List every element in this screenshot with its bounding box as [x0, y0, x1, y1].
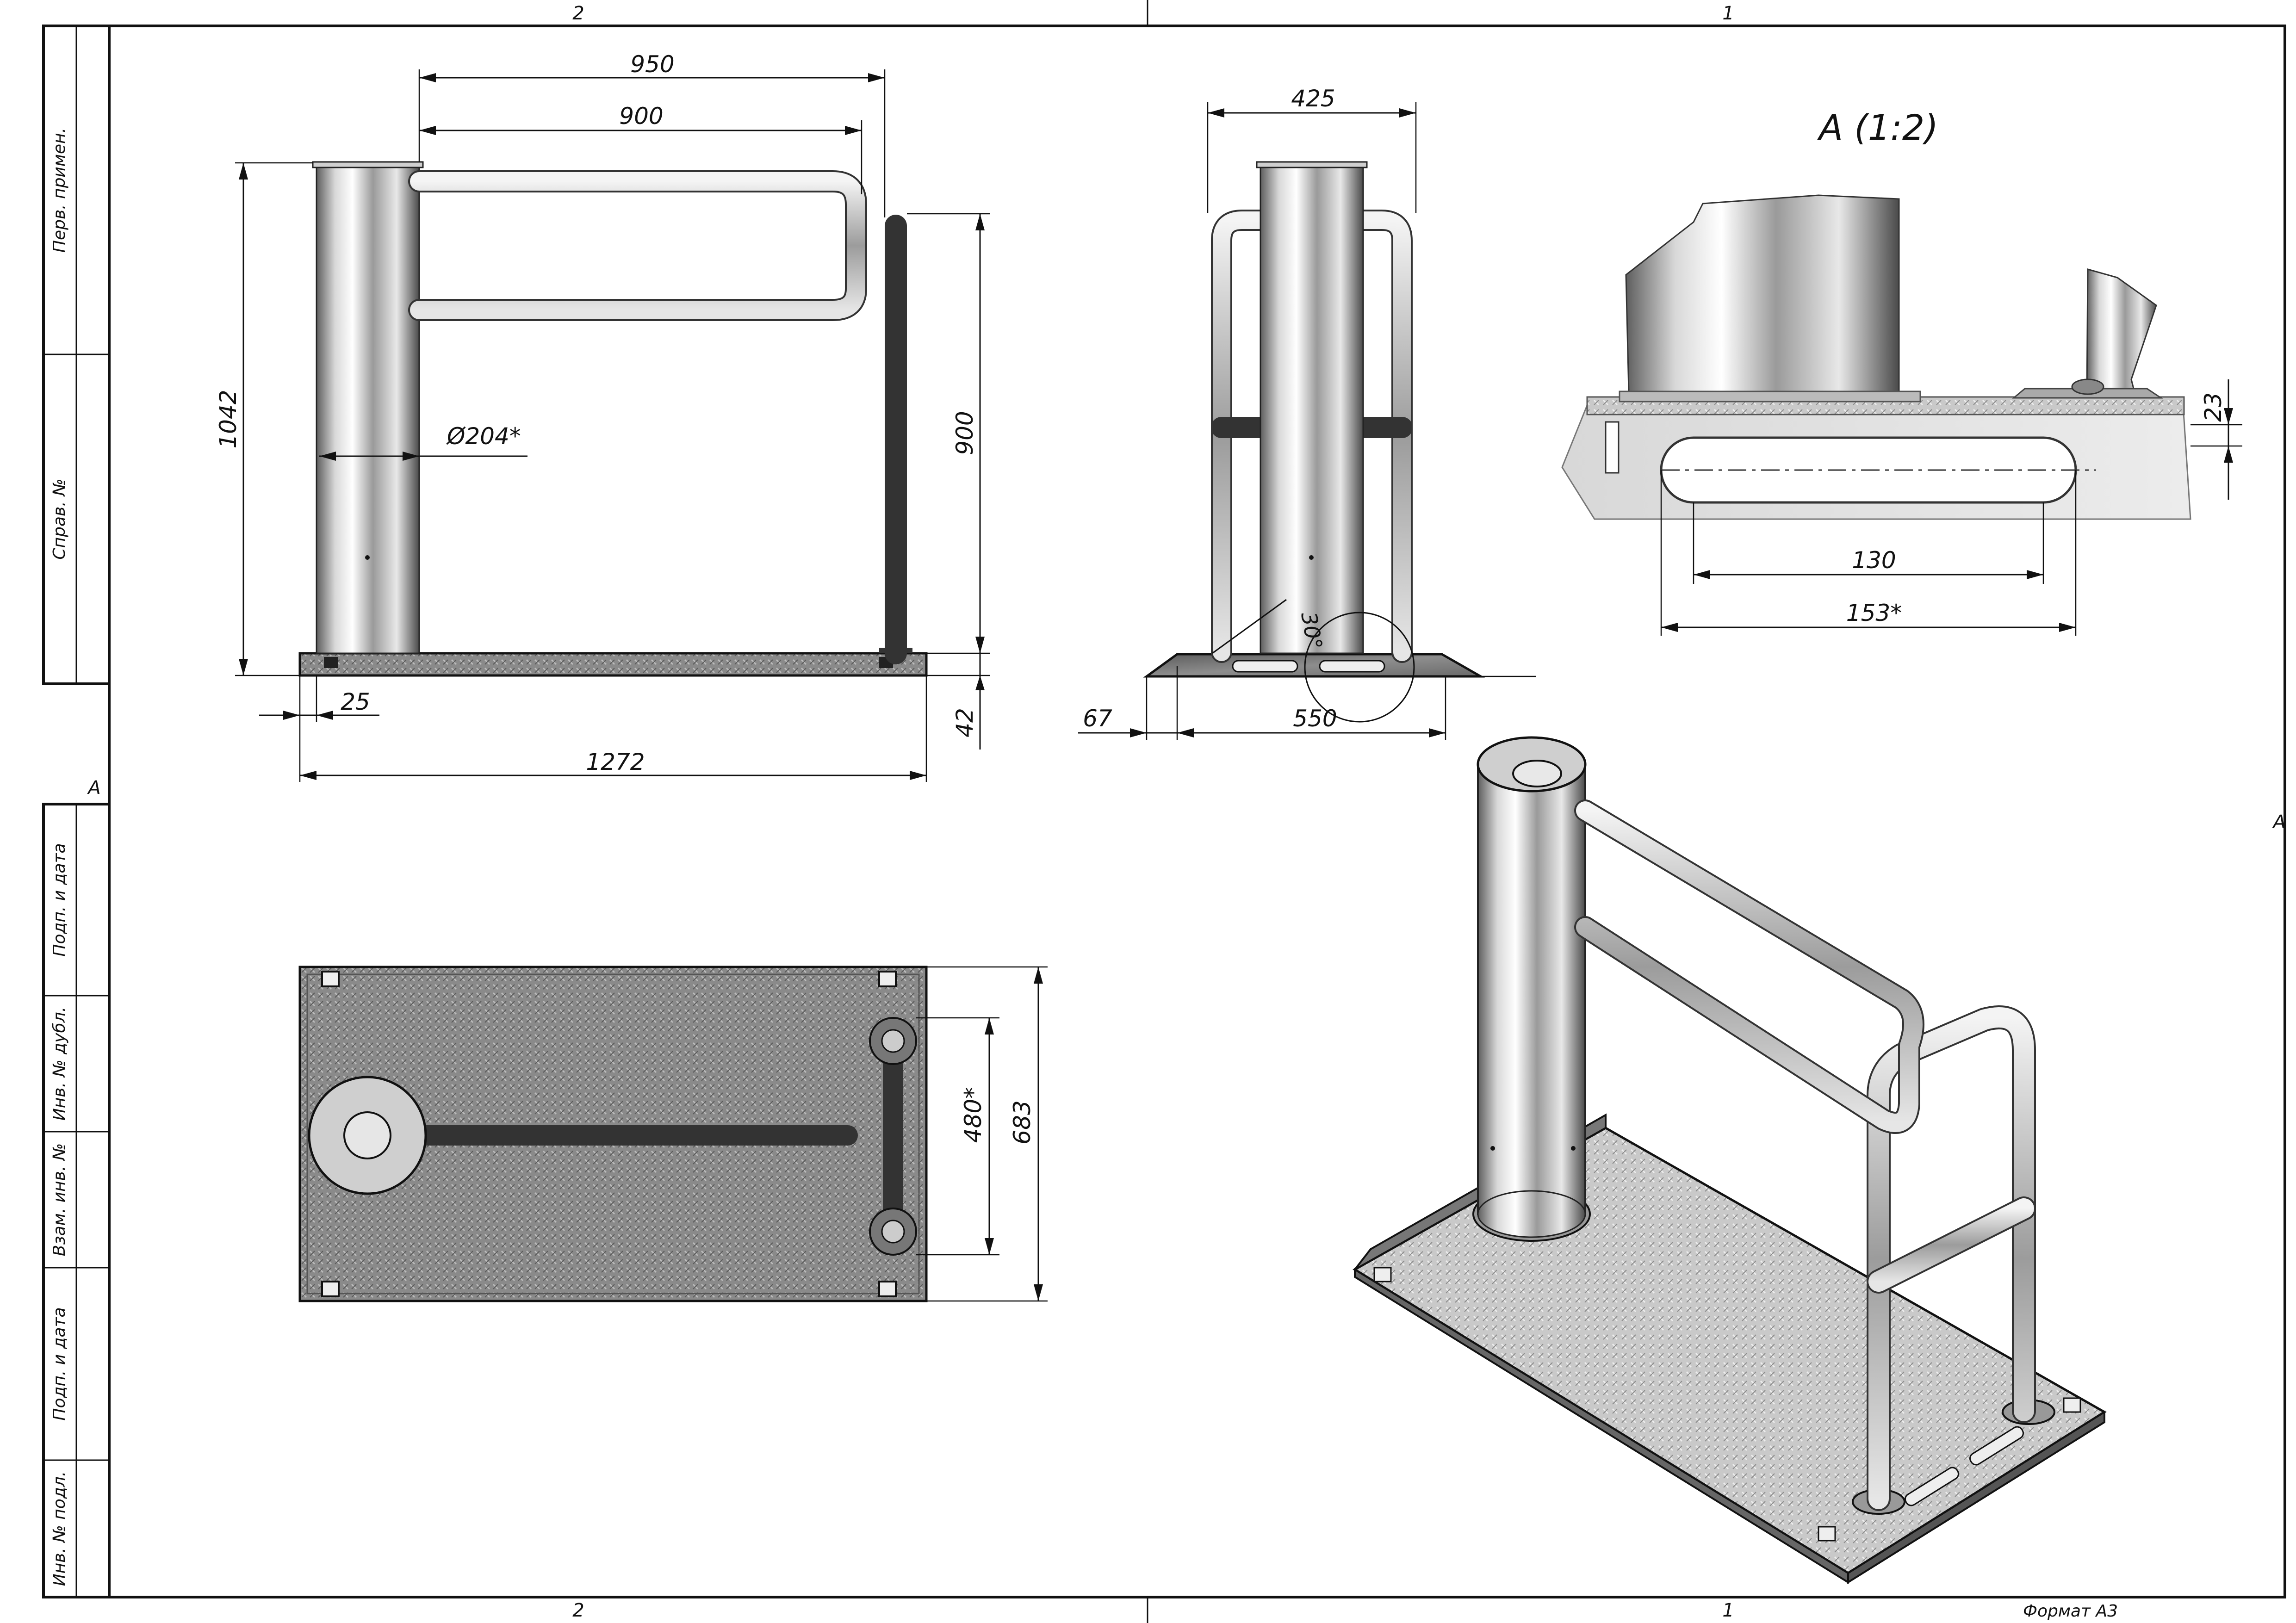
side-left-frame: [1213, 211, 1269, 661]
detail-callout-circle: [1304, 612, 1415, 723]
detail-title: A (1:2): [1817, 107, 1938, 148]
dim-plate-width: 683: [1009, 1100, 1036, 1144]
side-plate: [1143, 653, 1485, 678]
detail-a-dimensions: [1660, 379, 2242, 636]
stamp-first-use: Перв. примен.: [50, 128, 69, 253]
dim-detail-slot-outer: 153*: [1846, 600, 1902, 626]
dim-side-ramp: 67: [1083, 705, 1112, 732]
iso-main-post: [1477, 763, 1586, 1215]
front-main-post: [316, 163, 420, 654]
dim-plate-thickness: 42: [951, 708, 978, 737]
dim-post-spacing: 480*: [960, 1087, 987, 1143]
dim-detail-depth: 23: [2200, 392, 2227, 422]
format-label: Формат А3: [2023, 1602, 2118, 1621]
front-view-dimensions: [235, 69, 990, 782]
front-view: [298, 161, 928, 677]
isometric-view: [1353, 736, 2107, 1584]
zone-label-bottom-left: 2: [572, 1600, 584, 1621]
dim-arm-length: 900: [619, 103, 663, 130]
side-right-frame: [1354, 211, 1411, 661]
dim-rear-post-height: 900: [951, 411, 978, 455]
side-view: [1143, 161, 1485, 723]
stamp-replace-inv-no: Взам. инв. №: [50, 1143, 69, 1256]
side-main-post: [1260, 163, 1364, 654]
front-post-cap: [312, 161, 424, 168]
stamp-sign-date-2: Подп. и дата: [50, 1307, 69, 1420]
stamp-sign-date-1: Подп. и дата: [50, 843, 69, 956]
front-arm-outline: [408, 170, 867, 321]
detail-a: A (1:2): [1561, 107, 2191, 520]
sheet-frame: [42, 0, 2286, 1623]
iso-frame: [1868, 1007, 2034, 1509]
zone-label-row-right: A: [2271, 812, 2285, 833]
front-plate-bolt-left: [324, 657, 338, 668]
side-view-dimensions: [1078, 102, 1446, 740]
top-view-dimensions: [916, 966, 1048, 1302]
dim-side-base: 550: [1293, 705, 1337, 732]
front-arm: [410, 172, 865, 319]
zone-label-row-left: A: [87, 777, 100, 799]
zone-label-top-right: 1: [1722, 3, 1734, 24]
dim-post-diameter: Ø204*: [446, 423, 521, 450]
stamp-reference-no: Справ. №: [50, 478, 69, 559]
iso-arm: [1576, 801, 1923, 1132]
front-plate: [298, 652, 928, 677]
dim-plate-length: 1272: [586, 749, 645, 775]
dim-detail-slot-inner: 130: [1852, 547, 1896, 574]
dim-overall-arm: 950: [630, 51, 674, 78]
zone-label-bottom-right: 1: [1722, 1600, 1734, 1621]
dim-total-height: 1042: [215, 390, 242, 448]
dim-edge-offset: 25: [341, 688, 370, 715]
dim-side-width: 425: [1291, 85, 1335, 112]
stamp-orig-inv-no: Инв. № подл.: [50, 1471, 69, 1586]
front-post-screw: [365, 555, 370, 560]
zone-label-top-left: 2: [572, 3, 584, 24]
stamp-dup-inv-no: Инв. № дубл.: [50, 1007, 69, 1121]
top-view: [298, 966, 928, 1302]
